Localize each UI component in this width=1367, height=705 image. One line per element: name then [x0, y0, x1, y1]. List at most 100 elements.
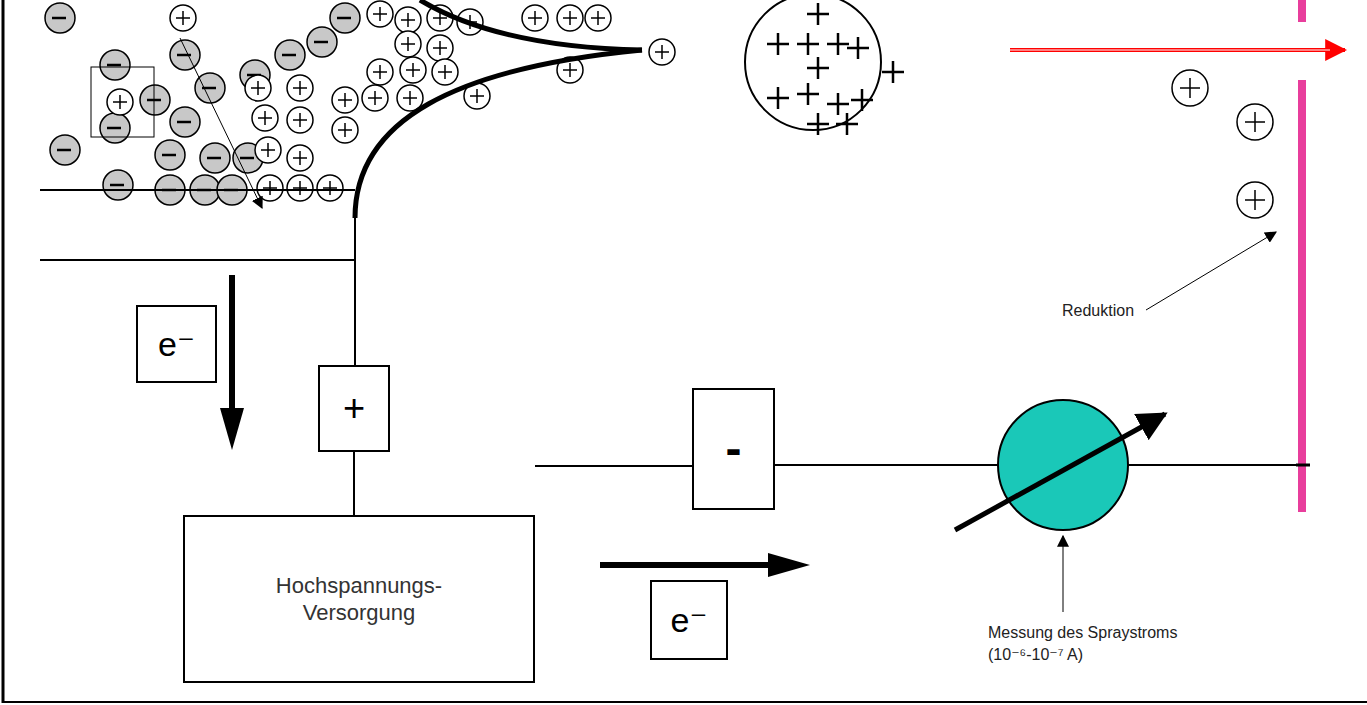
cation-body: [432, 59, 458, 85]
cation: [170, 5, 196, 31]
cation: [557, 5, 583, 31]
cation: [252, 105, 278, 131]
cation: [287, 145, 313, 171]
wire: [353, 452, 355, 515]
minus-sign: [57, 149, 71, 152]
plus-sign: [827, 33, 849, 55]
plus-sign: [293, 113, 307, 127]
electron-flow-arrow: [600, 562, 770, 568]
pointer-line: [180, 38, 262, 208]
cation: [395, 7, 421, 33]
cation-body: [257, 175, 283, 201]
anion-body: [330, 3, 360, 33]
cation-body: [287, 107, 313, 133]
cation-body: [367, 59, 393, 85]
plus-sign: [470, 89, 484, 103]
wire: [1128, 464, 1298, 466]
cation: [287, 175, 313, 201]
cation-body: [107, 89, 133, 115]
plus-sign: [882, 61, 904, 83]
anion: [45, 3, 75, 33]
cation-body: [1172, 70, 1208, 106]
cation-body: [252, 105, 278, 131]
cation: [367, 59, 393, 85]
plus-sign: [591, 11, 605, 25]
annotation: Messung des Spraystroms (10⁻⁶-10⁻⁷ A): [988, 622, 1248, 665]
anion-body: [155, 140, 185, 170]
ammeter: [998, 400, 1128, 530]
cation-body: [367, 1, 393, 27]
plus-sign: [528, 11, 542, 25]
plus-sign: [827, 93, 849, 115]
cation: [649, 39, 675, 65]
counter-electrode: [1298, 80, 1306, 512]
anion-body: [100, 50, 130, 80]
counter-electrode: [1298, 0, 1306, 22]
cation: [287, 75, 313, 101]
symbol-text: -: [726, 419, 742, 479]
symbol-text: e⁻: [671, 599, 708, 642]
arrowhead: [220, 408, 244, 450]
anion-body: [140, 85, 170, 115]
plus-sign: [767, 87, 789, 109]
plus-sign: [438, 65, 452, 79]
ion-beam-arrow: [1010, 48, 1345, 52]
plus-sign: [338, 123, 352, 137]
plus-sign: [323, 181, 337, 195]
cation-body: [1237, 104, 1273, 140]
cation-body: [245, 75, 271, 101]
cation-body: [332, 87, 358, 113]
anion: [170, 40, 200, 70]
cation-body: [287, 175, 313, 201]
cation-body: [255, 137, 281, 163]
capillary-wall: [40, 259, 355, 261]
cation: [1172, 70, 1208, 106]
anion-body: [45, 3, 75, 33]
cation-body: [170, 5, 196, 31]
cation: [400, 57, 426, 83]
capillary-wall: [40, 189, 355, 191]
cation-body: [287, 75, 313, 101]
anion: [155, 140, 185, 170]
annotation: Reduktion: [1062, 300, 1142, 322]
wire: [535, 465, 692, 467]
electron-flow-arrow: [229, 275, 235, 410]
minus-sign: [107, 127, 121, 130]
minus-sign: [52, 17, 66, 20]
symbol-text: e⁻: [158, 323, 195, 366]
plus-sign: [807, 3, 829, 25]
ammeter-needle: [955, 414, 1165, 530]
leader-line: [1146, 232, 1276, 310]
anion-body: [50, 135, 80, 165]
cation: [432, 59, 458, 85]
anion: [307, 27, 337, 57]
cation: [427, 35, 453, 61]
plus-sign: [1180, 78, 1200, 98]
anion: [103, 170, 133, 200]
plus-sign: [401, 13, 415, 27]
cation-body: [395, 7, 421, 33]
anion: [200, 143, 230, 173]
plus-sign: [807, 57, 829, 79]
minus-sign: [314, 41, 328, 44]
minus-sign: [337, 17, 351, 20]
minus-sign: [162, 154, 176, 157]
plus-sign: [797, 33, 819, 55]
plus-sign: [401, 37, 415, 51]
plus-sign: [767, 33, 789, 55]
cation: [317, 175, 343, 201]
cation-body: [522, 5, 548, 31]
leader-line: [1063, 536, 1064, 612]
plus-sign: [251, 81, 265, 95]
cation: [1237, 182, 1273, 218]
symbol-box: e⁻: [136, 305, 217, 383]
cation-body: [362, 85, 388, 111]
cation: [362, 85, 388, 111]
anion: [275, 40, 305, 70]
plus-sign: [807, 113, 829, 135]
cation: [332, 117, 358, 143]
wire: [775, 464, 998, 466]
symbol-text: +: [343, 385, 365, 433]
plus-sign: [433, 41, 447, 55]
droplet: [745, 0, 881, 130]
